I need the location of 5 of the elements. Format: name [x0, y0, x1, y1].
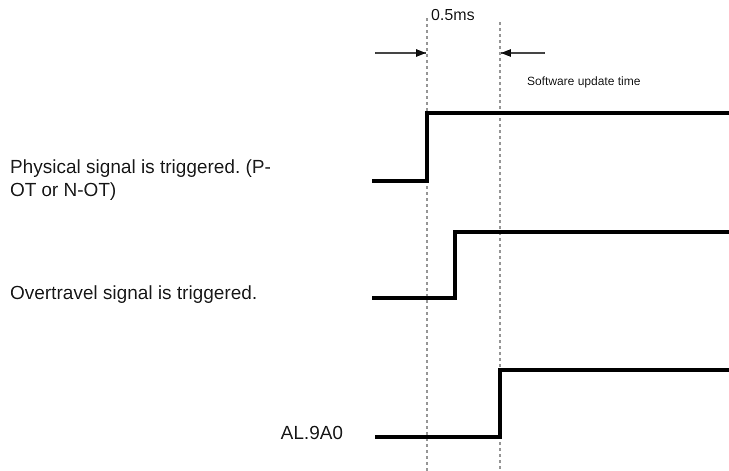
signal-label: Physical signal is triggered. (P-OT or N-OT) [10, 157, 272, 203]
signal-label: AL.9A0 [280, 423, 343, 446]
dimension-label: 0.5ms [431, 6, 475, 26]
annotation-text: Software update time [527, 74, 640, 88]
signal-label: Overtravel signal is triggered. [10, 283, 258, 306]
